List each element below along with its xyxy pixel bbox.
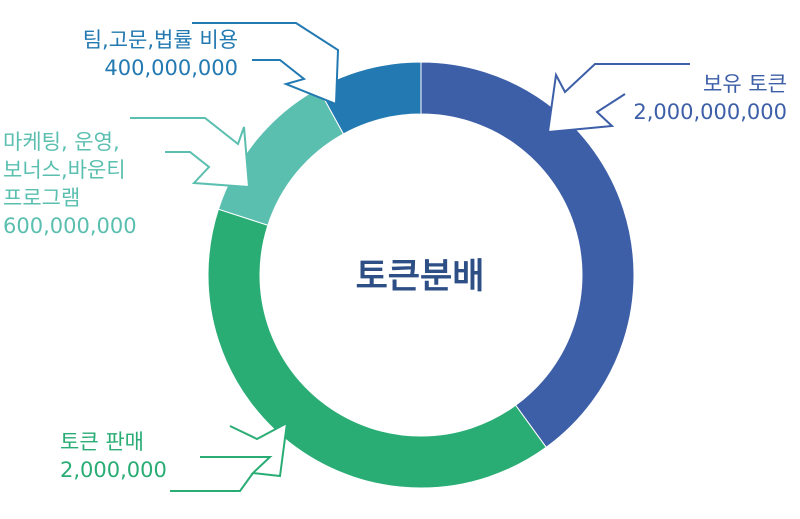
label-token-sale: 토큰 판매 2,000,000 xyxy=(60,428,167,484)
label-marketing-line-2: 보너스,바운티 xyxy=(3,158,126,182)
label-holding-tokens: 보유 토큰 xyxy=(641,70,787,98)
donut-slices xyxy=(207,61,635,489)
label-sale-value: 2,000,000 xyxy=(60,458,167,482)
label-holding-name: 보유 토큰 xyxy=(703,72,787,96)
label-sale-name: 토큰 판매 xyxy=(60,430,144,454)
label-holding-value: 2,000,000,000 xyxy=(633,100,787,124)
label-marketing: 마케팅, 운영, 보너스,바운티 프로그램 600,000,000 xyxy=(3,128,137,240)
callout-arrow-sale xyxy=(170,421,289,492)
callout-arrow-team xyxy=(192,22,340,106)
callout-arrow-marketing xyxy=(130,117,251,189)
label-marketing-line-3: 프로그램 xyxy=(3,186,81,210)
callout-arrow-holding xyxy=(546,63,690,134)
label-marketing-value: 600,000,000 xyxy=(3,214,137,238)
label-team: 팀,고문,법률 비용 400,000,000 xyxy=(46,26,238,82)
callout-arrows xyxy=(130,22,690,492)
chart-title: 토큰분배 xyxy=(355,257,485,297)
slice-team xyxy=(317,61,422,135)
label-team-value: 400,000,000 xyxy=(104,56,238,80)
slice-sale xyxy=(207,208,547,489)
label-team-name: 팀,고문,법률 비용 xyxy=(82,28,238,52)
label-marketing-line-1: 마케팅, 운영, xyxy=(3,130,120,154)
label-holding-value-box: 2,000,000,000 xyxy=(600,98,787,126)
